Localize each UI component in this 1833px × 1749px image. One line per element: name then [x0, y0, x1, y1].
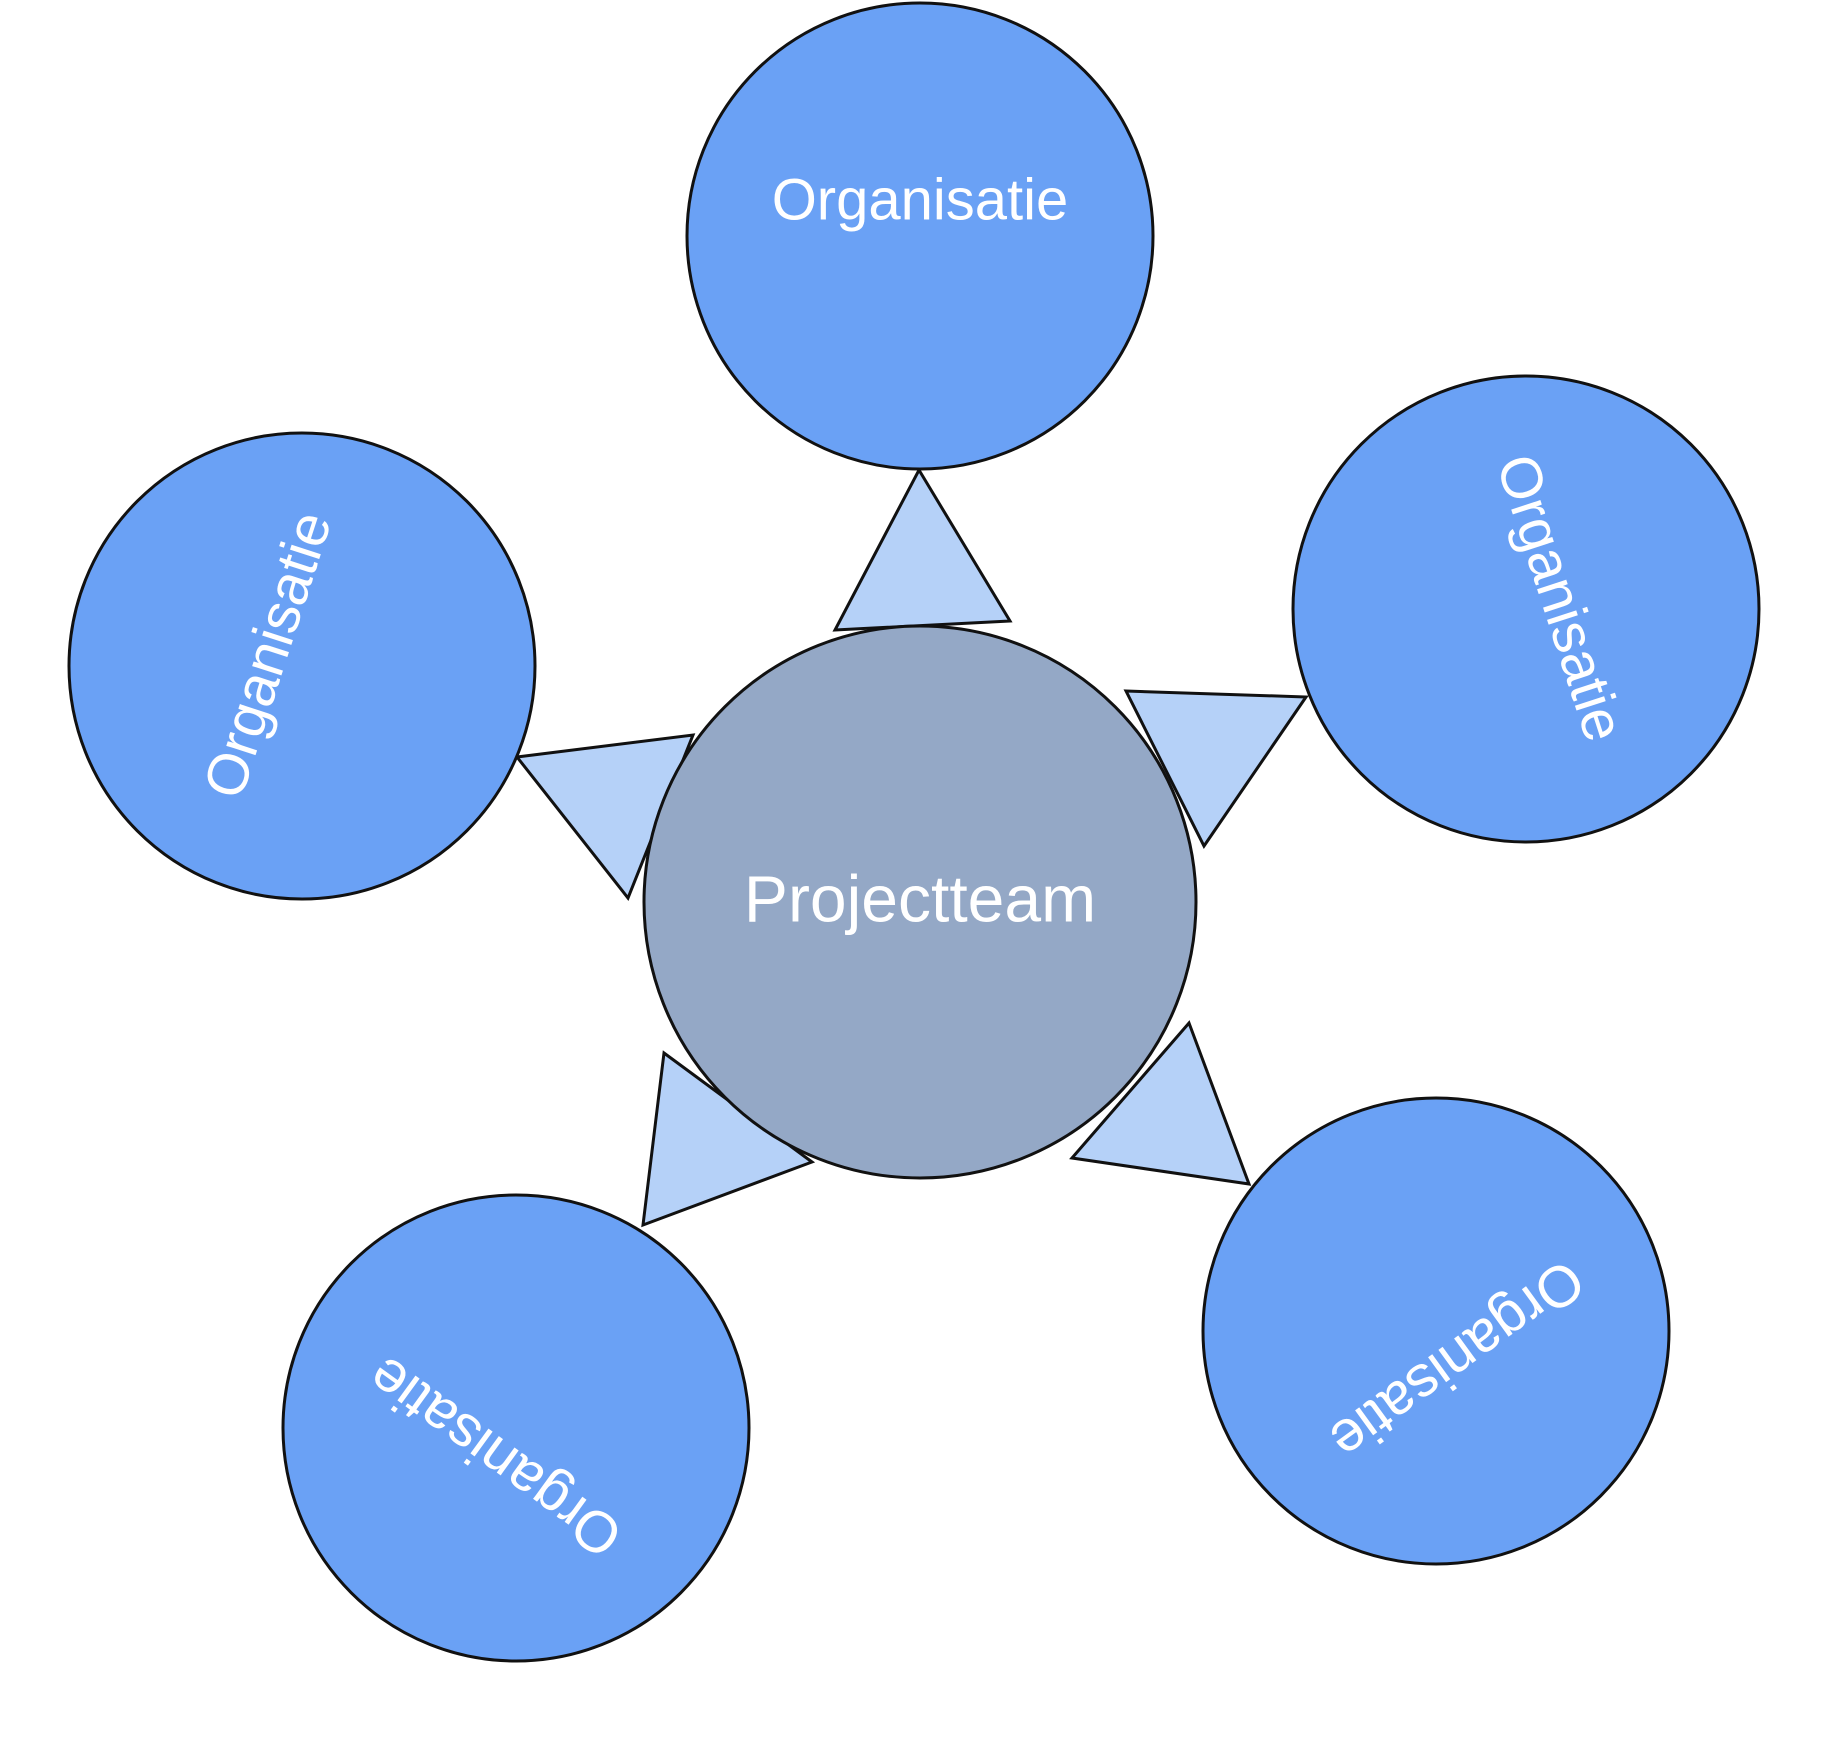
arrow-to-bottom-right-organisation: [1069, 1020, 1252, 1186]
center-label: Projectteam: [744, 861, 1096, 935]
connector-arrows: [514, 466, 1309, 1228]
organisation-label: Organisatie: [772, 167, 1069, 232]
center-circle: [642, 624, 1198, 1180]
organisation-node-bottom-left: Organisatie: [281, 1193, 751, 1663]
center-node: Projectteam: [642, 624, 1198, 1180]
organisation-circle: [281, 1193, 751, 1663]
organisation-circle: [685, 1, 1155, 471]
organisation-node-top: Organisatie: [685, 1, 1155, 471]
organisation-circle: [67, 431, 537, 901]
arrow-to-top-organisation: [832, 466, 1013, 632]
organisation-node-left: Organisatie: [67, 431, 537, 901]
organisation-circle: [1291, 374, 1761, 844]
organisation-circle: [1201, 1096, 1671, 1566]
arrow-to-right-organisation: [1123, 689, 1309, 849]
organisation-node-bottom-right: Organisatie: [1201, 1096, 1671, 1566]
organisation-node-right: Organisatie: [1291, 374, 1761, 844]
